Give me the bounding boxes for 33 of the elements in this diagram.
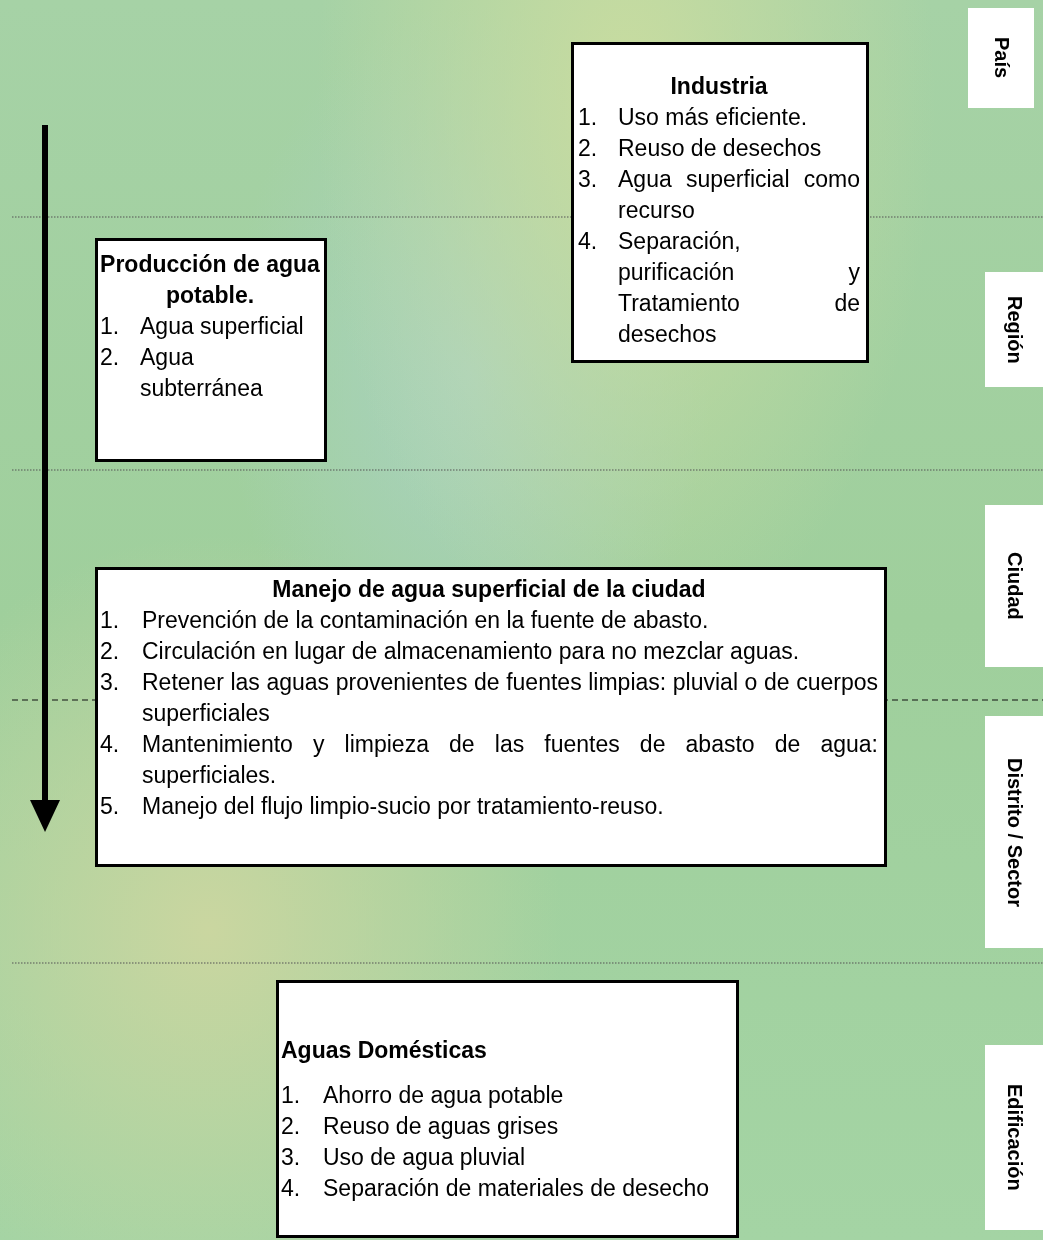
list-item: 5. Manejo del flujo limpio-sucio por tratamiento-reuso. [100,792,665,821]
level-label: Edificación [1002,1084,1026,1191]
list-item: 1. Uso más eficiente. [578,103,809,132]
text-box [276,980,739,1238]
box-heading: Producción de agua potable. [100,250,320,310]
level-label: Región [1002,295,1026,364]
box-heading: Manejo de agua superficial de la ciudad [271,575,707,604]
text-box [571,42,869,363]
list-item: 2. Reuso de aguas grises [281,1112,560,1141]
level-label: Distrito / Sector [1002,757,1026,907]
list-item: 1. Agua superficial [100,312,305,341]
box-heading: Aguas Domésticas [281,1036,488,1065]
list-item: 4. Separación, purificación y Tratamiento de desechos [578,227,860,349]
list-item: 3. Agua superficial como recurso [578,165,860,225]
list-item: 1. Ahorro de agua potable [281,1081,565,1110]
box-heading: Industria [669,72,769,101]
level-tab [968,8,1034,108]
list-item: 4. Mantenimiento y limpieza de las fuentes de abasto de agua: superficiales. [100,730,878,790]
list-item: 3. Uso de agua pluvial [281,1143,527,1172]
level-tab [985,505,1043,667]
text-box [95,567,887,867]
level-tab [985,272,1043,387]
level-label: Ciudad [1002,552,1026,620]
level-label: País [989,37,1013,79]
list-item: 2. Reuso de desechos [578,134,823,163]
text-box [95,238,327,462]
level-tab [985,716,1043,948]
list-item: 2. Agua subterránea [100,343,264,403]
level-tab [985,1045,1043,1230]
list-item: 1. Prevención de la contaminación en la fuente de abasto. [100,606,710,635]
list-item: 2. Circulación en lugar de almacenamiento para no mezclar aguas. [100,637,801,666]
list-item: 3. Retener las aguas provenientes de fuentes limpias: pluvial o de cuerpos superficiales [100,668,878,728]
list-item: 4. Separación de materiales de desecho [281,1174,711,1203]
